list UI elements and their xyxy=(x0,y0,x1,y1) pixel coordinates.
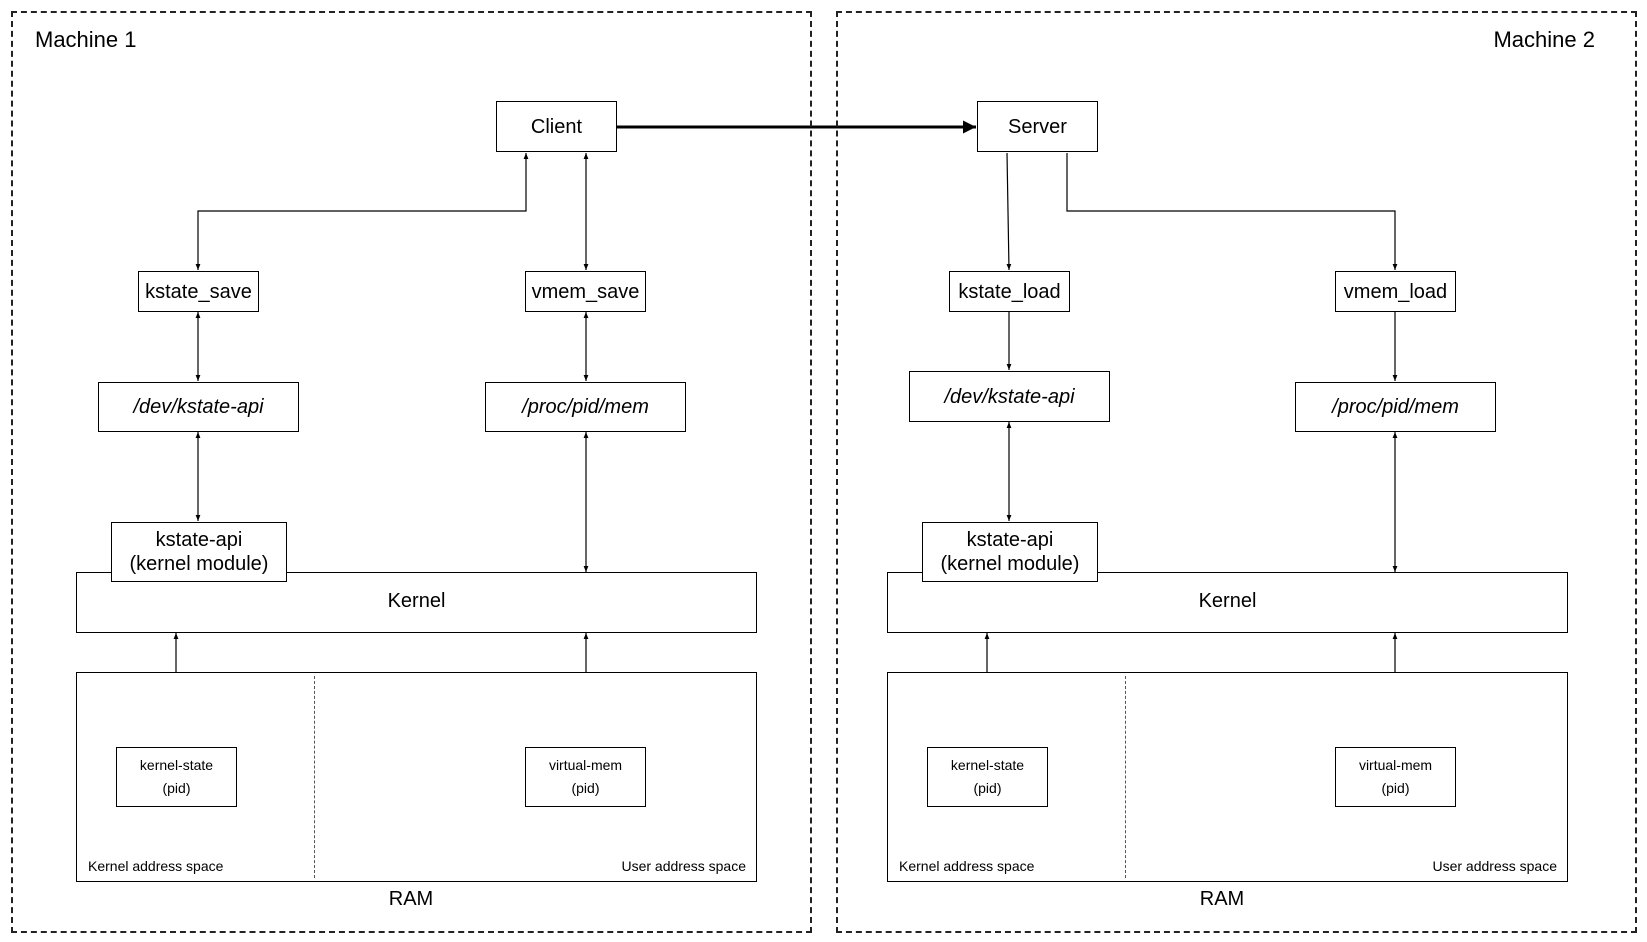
address-space-divider xyxy=(314,676,315,878)
client-kstate_save-arrow xyxy=(195,153,529,270)
client-node: Client xyxy=(496,101,617,152)
kernel-module-name-2: kstate-api xyxy=(966,529,1054,551)
kernel-state-node: kernel-state (pid) xyxy=(116,747,237,807)
kernel-state-name: kernel-state xyxy=(139,756,214,773)
ram-label-2: RAM xyxy=(1199,888,1245,910)
kernel-label: Kernel xyxy=(387,590,446,612)
kernel-module-subtitle: (kernel module) xyxy=(129,553,269,575)
server-node: Server xyxy=(977,101,1098,152)
machine-1-boundary: Machine 1 xyxy=(11,11,812,933)
kstate-load-node: kstate_load xyxy=(949,271,1070,312)
virtual-mem-pid-2: (pid) xyxy=(1381,780,1410,796)
machine-2-boundary: Machine 2 xyxy=(836,11,1637,933)
kernel-state-pid: (pid) xyxy=(162,780,191,796)
kernel-module-subtitle-2: (kernel module) xyxy=(940,553,1080,575)
dev-kstate-api-node: /dev/kstate-api xyxy=(98,382,299,432)
virtual-mem-pid: (pid) xyxy=(571,780,600,796)
kernel-node-2: Kernel xyxy=(887,572,1568,633)
virtual-mem-node: virtual-mem (pid) xyxy=(525,747,646,807)
machine-1-title: Machine 1 xyxy=(35,27,137,52)
kstate-api-kernel-module-node: kstate-api (kernel module) xyxy=(111,522,287,582)
vmem-save-node: vmem_save xyxy=(525,271,646,312)
address-space-divider-2 xyxy=(1125,676,1126,878)
virtual-mem-name-2: virtual-mem xyxy=(1358,756,1433,773)
server-kstate_load-arrow xyxy=(1006,152,1012,271)
kernel-address-space-label-2: Kernel address space xyxy=(899,858,1035,875)
kernel-state-node-2: kernel-state (pid) xyxy=(927,747,1048,807)
virtual-mem-node-2: virtual-mem (pid) xyxy=(1335,747,1456,807)
dev-kstate-api-node-2: /dev/kstate-api xyxy=(909,371,1110,422)
proc-pid-mem-node: /proc/pid/mem xyxy=(485,382,686,432)
kernel-state-pid-2: (pid) xyxy=(973,780,1002,796)
virtual-mem-name: virtual-mem xyxy=(548,756,623,773)
kernel-label-2: Kernel xyxy=(1198,590,1257,612)
server-vmem_load-arrow xyxy=(1066,153,1398,270)
kernel-address-space-label: Kernel address space xyxy=(88,858,224,875)
user-address-space-label-2: User address space xyxy=(1432,858,1557,875)
kstate-save-node: kstate_save xyxy=(138,271,259,312)
ram-label: RAM xyxy=(388,888,434,910)
proc-pid-mem-node-2: /proc/pid/mem xyxy=(1295,382,1496,432)
kernel-state-name-2: kernel-state xyxy=(950,756,1025,773)
kernel-module-name: kstate-api xyxy=(155,529,243,551)
user-address-space-label: User address space xyxy=(621,858,746,875)
vmem-load-node: vmem_load xyxy=(1335,271,1456,312)
machine-2-title: Machine 2 xyxy=(1493,27,1595,52)
kstate-api-kernel-module-node-2: kstate-api (kernel module) xyxy=(922,522,1098,582)
kernel-node: Kernel xyxy=(76,572,757,633)
